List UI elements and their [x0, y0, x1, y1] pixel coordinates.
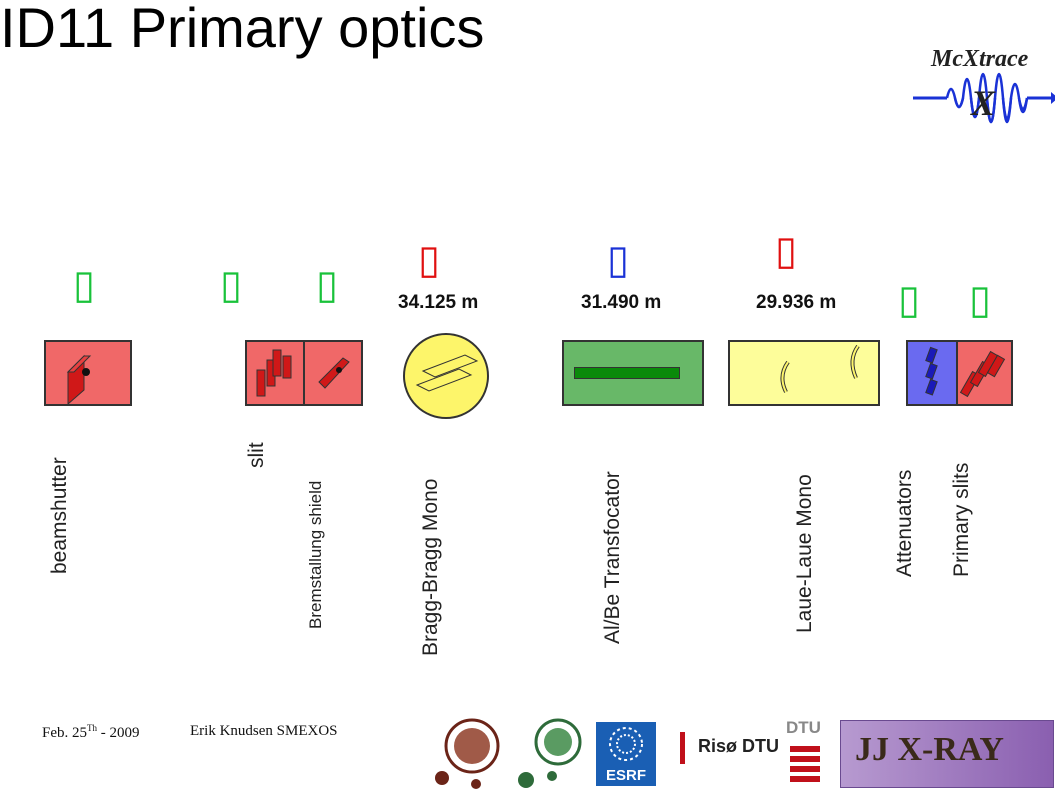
distance-transfocator: 31.490 m — [581, 292, 662, 313]
attenuator-foils-icon — [925, 346, 938, 396]
wave-icon — [913, 73, 1055, 123]
slit-jaws-icon — [256, 349, 292, 397]
label-laue: Laue-Laue Mono — [793, 474, 816, 633]
attenuators-box — [906, 340, 958, 406]
sponsor-logos: ESRF Risø DTU DTU JJ X-RAY — [430, 718, 1056, 790]
mcxtrace-logo-letter: X — [971, 83, 996, 123]
footer-date-main: Feb. 25 — [42, 725, 87, 741]
dtu-logo-text: DTU — [786, 718, 821, 737]
label-bragg: Bragg-Bragg Mono — [419, 478, 442, 656]
distance-laue: 29.936 m — [756, 292, 837, 313]
slit-box — [245, 340, 305, 406]
shutter-block-icon — [66, 354, 92, 406]
riso-logo-text: Risø DTU — [698, 736, 779, 756]
marker-attenuators-icon: ▯ — [898, 277, 921, 322]
riso-divider-icon — [680, 732, 685, 764]
slide-title: ID11 Primary optics — [0, 0, 485, 59]
crystal-pair-icon — [415, 354, 479, 392]
label-transfocator: Al/Be Transfocator — [601, 471, 624, 644]
marker-transfocator-icon: ▯ — [607, 237, 630, 282]
marker-beamshutter-icon: ▯ — [73, 262, 96, 307]
label-attenuators: Attenuators — [893, 469, 916, 577]
dtu-logo: DTU — [786, 718, 830, 790]
esrf-logo: ESRF — [596, 722, 656, 786]
marker-slit-icon: ▯ — [220, 262, 243, 307]
esrf-burst-icon — [609, 727, 643, 761]
laue-mono-box — [728, 340, 880, 406]
footer-date-year: - 2009 — [97, 725, 140, 741]
transfocator-lens-bar — [574, 367, 680, 379]
primary-slits-box — [956, 340, 1013, 406]
jjxray-logo-text: JJ X-RAY — [855, 731, 1004, 768]
footer-date-sup: Th — [87, 723, 97, 733]
marker-bragg-icon: ▯ — [418, 237, 441, 282]
esrf-logo-text: ESRF — [605, 767, 646, 784]
marker-laue-icon: ▯ — [775, 228, 798, 273]
label-primary-slits: Primary slits — [950, 462, 973, 577]
marker-primary-slits-icon: ▯ — [969, 277, 992, 322]
label-slit: slit — [245, 442, 268, 468]
laue-crystals-icon — [780, 344, 860, 393]
footer-author: Erik Knudsen SMEXOS — [190, 723, 338, 739]
transfocator-box — [562, 340, 704, 406]
primary-slit-jaws-icon — [959, 350, 1006, 398]
mcxtrace-logo-text: McXtrace — [931, 46, 1029, 72]
distance-bragg: 34.125 m — [398, 292, 479, 313]
label-beamshutter: beamshutter — [48, 457, 71, 574]
dtu-crest-icon — [790, 746, 820, 782]
bragg-mono-circle — [403, 333, 489, 419]
shield-box — [303, 340, 363, 406]
jjxray-logo: JJ X-RAY — [840, 720, 1054, 788]
beamshutter-box — [44, 340, 132, 406]
mcxtrace-logo: McXtrace X — [905, 40, 1055, 150]
label-shield: Bremstallung shield — [306, 480, 325, 629]
university-seals-icon — [435, 718, 582, 789]
shield-block-icon — [318, 357, 350, 389]
footer-date: Feb. 25Th - 2009 — [42, 723, 140, 742]
marker-shield-icon: ▯ — [316, 262, 339, 307]
